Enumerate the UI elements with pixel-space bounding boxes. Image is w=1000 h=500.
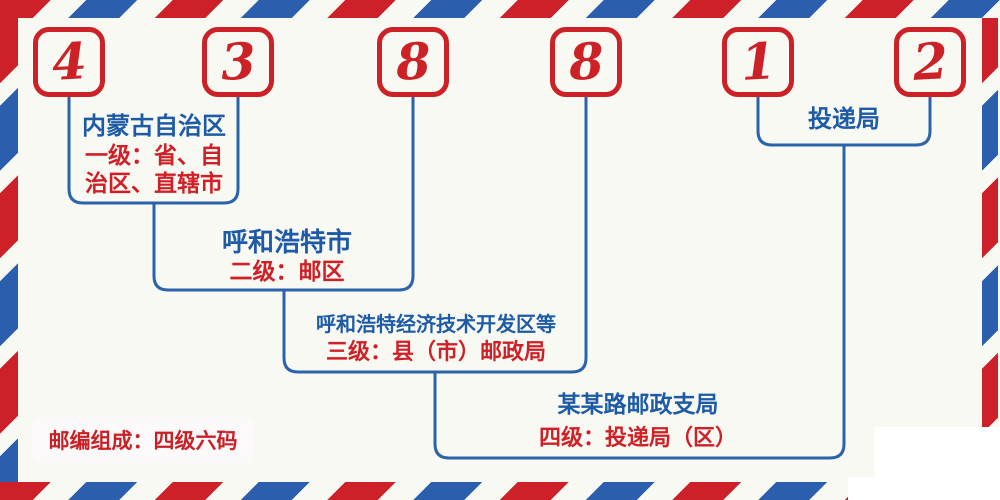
digit-box-1: 4 [33,27,105,97]
digit-box-4: 8 [550,27,622,97]
level4-place: 某某路邮政支局 [557,391,719,417]
footer-badge-text: 邮编组成：四级六码 [48,430,238,453]
bracket-level4 [433,145,846,460]
level4-desc: 四级：投递局（区） [538,425,738,450]
level1-annotation: 内蒙古自治区 一级：省、自 治区、直辖市 [82,112,226,197]
level1-desc-line1: 一级：省、自 [85,142,223,168]
level3-desc: 三级：县（市）邮政局 [325,339,546,364]
level1-place: 内蒙古自治区 [82,113,226,140]
airmail-border-right [982,18,998,482]
airmail-border-top [0,0,1000,18]
airmail-border-bottom [0,482,1000,500]
level2-place: 呼和浩特市 [221,227,353,257]
digit-box-5: 1 [722,27,794,97]
level2-annotation: 呼和浩特市 二级：邮区 [222,227,352,285]
digit-3: 8 [394,31,432,92]
airmail-border-left [0,18,18,482]
digit-4: 8 [567,31,605,92]
level2-desc: 二级：邮区 [229,258,345,284]
footer-badge: 邮编组成：四级六码 [32,417,254,463]
digit-6: 2 [911,31,949,92]
digit-box-3: 8 [377,27,449,97]
level1-desc-line2: 治区、直辖市 [85,170,223,196]
digit-box-6: 2 [894,27,966,97]
level3-place: 呼和浩特经济技术开发区等 [316,314,556,336]
white-patch-bottom-edge [848,477,1000,500]
digit-box-2: 3 [202,27,274,97]
bracket-delivery [756,97,932,147]
digit-5: 1 [739,31,777,92]
digit-1: 4 [50,31,88,92]
delivery-annotation: 投递局 [808,106,880,134]
delivery-label: 投递局 [808,106,880,133]
digit-2: 3 [219,31,257,92]
level3-annotation: 呼和浩特经济技术开发区等 三级：县（市）邮政局 [316,313,556,365]
level4-annotation: 某某路邮政支局 四级：投递局（区） [539,391,737,451]
